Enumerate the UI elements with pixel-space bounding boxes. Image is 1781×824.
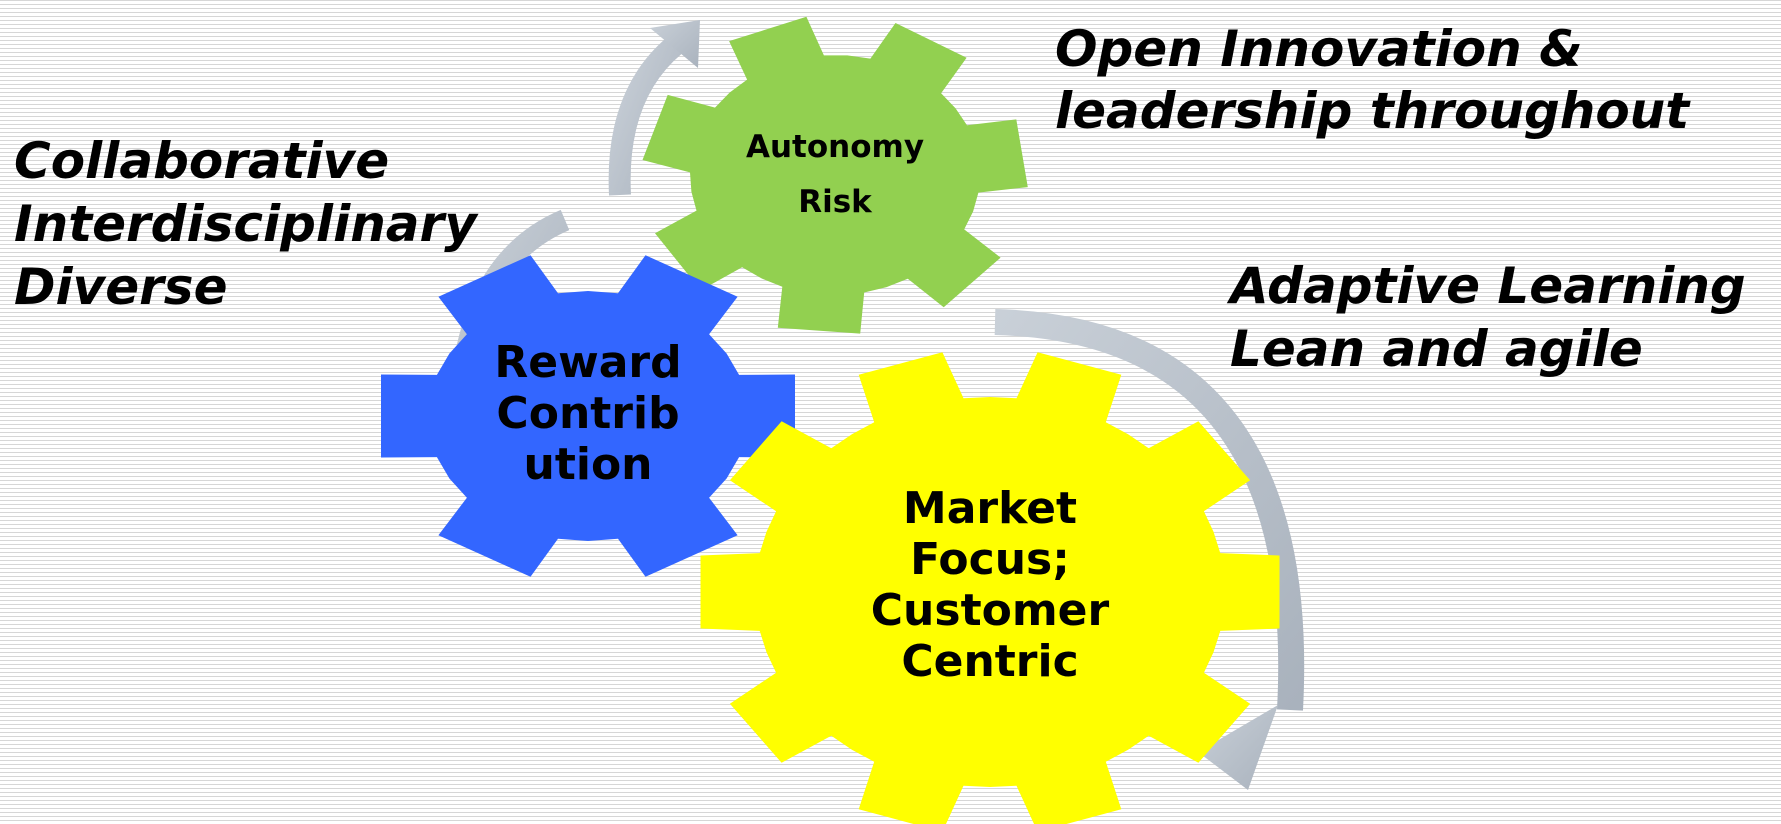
reward-label-line-3: ution — [523, 438, 653, 490]
market-label-line-4: Centric — [901, 636, 1079, 687]
caption-adaptive-learning-line-2: Lean and agile — [1230, 320, 1643, 378]
autonomy-gear-shape — [642, 16, 1028, 334]
autonomy-label-line-1: Autonomy — [745, 129, 925, 165]
caption-adaptive-learning-line-1: Adaptive Learning — [1230, 257, 1746, 315]
caption-open-innovation-line-1: Open Innovation & — [1055, 20, 1583, 78]
market-label-line-2: Focus; — [910, 534, 1070, 585]
arrow-to-market — [994, 309, 1305, 711]
caption-collaborative: Collaborative Interdisciplinary Diverse — [14, 130, 477, 319]
caption-collaborative-line-2: Interdisciplinary — [14, 195, 477, 253]
arrow-to-autonomy — [608, 36, 683, 196]
market-gear: Market Focus; Customer Centric — [700, 352, 1280, 824]
caption-adaptive-learning: Adaptive Learning Lean and agile — [1230, 255, 1746, 381]
reward-label-line-1: Reward — [494, 336, 682, 388]
arrow-head-to-autonomy — [650, 20, 700, 68]
reward-gear-label: Reward Contrib ution — [458, 333, 718, 493]
caption-collaborative-line-1: Collaborative — [14, 132, 390, 190]
market-label-line-1: Market — [902, 483, 1078, 534]
autonomy-gear-label: Autonomy Risk — [685, 115, 985, 235]
market-gear-label: Market Focus; Customer Centric — [810, 483, 1170, 687]
caption-collaborative-line-3: Diverse — [14, 258, 228, 316]
market-label-line-3: Customer — [870, 585, 1110, 636]
autonomy-label-line-2: Risk — [798, 184, 872, 220]
caption-open-innovation-line-2: leadership throughout — [1055, 82, 1690, 140]
reward-gear-shape — [381, 255, 795, 577]
reward-gear: Reward Contrib ution — [381, 248, 795, 588]
caption-open-innovation: Open Innovation & leadership throughout — [1055, 18, 1689, 142]
arrow-head-to-market — [1198, 705, 1278, 790]
market-gear-shape — [700, 352, 1280, 824]
autonomy-gear: Autonomy Risk — [630, 0, 1040, 360]
reward-label-line-2: Contrib — [496, 387, 680, 439]
